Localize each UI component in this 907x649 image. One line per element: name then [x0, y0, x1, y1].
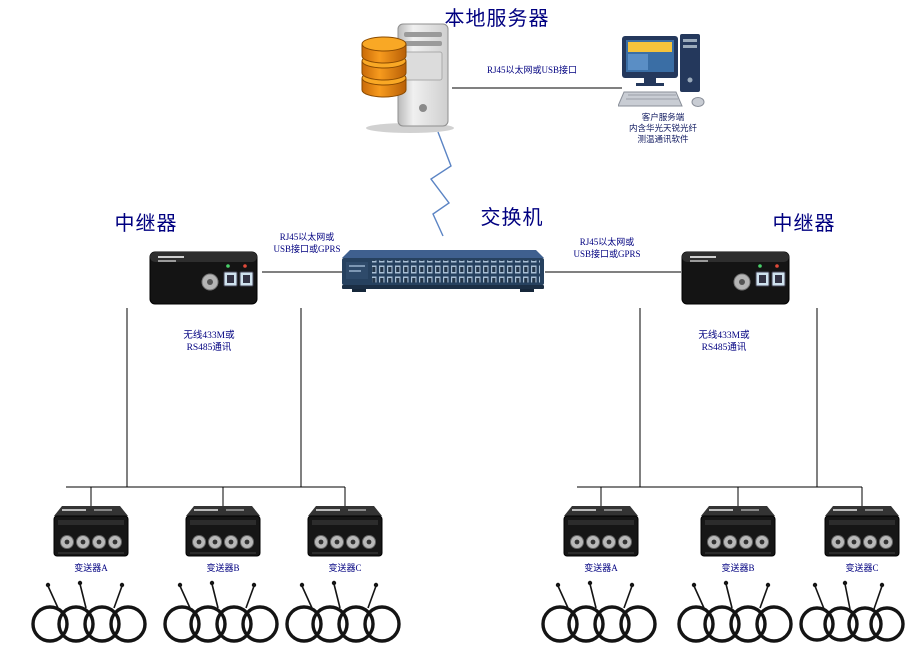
server-pc-link-label: RJ45以太网或USB接口 [486, 65, 577, 75]
left-bus-label: 无线433M或 RS485通讯 [164, 330, 254, 354]
transmitter-label: 变送器B [206, 563, 240, 573]
network-switch-icon [338, 242, 548, 294]
transmitter-device-icon [306, 504, 384, 567]
lightning-link [429, 131, 452, 237]
left-repeater-device-icon [146, 242, 261, 312]
desktop-computer-icon [617, 30, 713, 115]
right-repeater-link-label: RJ45以太网或 USB接口或GPRS [562, 236, 652, 260]
left-bus-line2: RS485通讯 [186, 343, 232, 353]
left-link-line1: RJ45以太网或 [279, 232, 335, 242]
transmitter-label: 变送器B [721, 563, 755, 573]
fiber-cable-coil-icon [798, 578, 906, 649]
fiber-cable-coil-icon [540, 578, 665, 649]
right-bus-label: 无线433M或 RS485通讯 [679, 330, 769, 354]
transmitter-label: 变送器C [845, 563, 879, 573]
left-repeater-link-label: RJ45以太网或 USB接口或GPRS [262, 231, 352, 255]
fiber-cable-coil-icon [284, 578, 409, 649]
transmitter-device-icon [562, 504, 640, 567]
transmitter-device-icon [52, 504, 130, 567]
right-bus-line2: RS485通讯 [701, 343, 747, 353]
transmitter-device-icon [184, 504, 262, 567]
transmitter-device-icon [823, 504, 901, 567]
transmitter-device-icon [699, 504, 777, 567]
client-pc-caption: 客户服务端 内含华光天锐光纤 测温通讯软件 [598, 112, 728, 145]
left-bus-line1: 无线433M或 [183, 331, 235, 341]
transmitter-label: 变送器A [584, 563, 618, 573]
fiber-cable-coil-icon [676, 578, 801, 649]
right-bus-line1: 无线433M或 [698, 331, 750, 341]
right-repeater-device-icon [678, 242, 793, 312]
right-link-line1: RJ45以太网或 [579, 237, 635, 247]
right-link-line2: USB接口或GPRS [573, 249, 641, 259]
fiber-cable-coil-icon [30, 578, 155, 649]
fiber-cable-coil-icon [162, 578, 287, 649]
server-icon [358, 16, 458, 134]
server-title: 本地服务器 [444, 8, 550, 30]
client-pc-caption-line2: 内含华光天锐光纤 [628, 123, 697, 133]
right-repeater-title: 中继器 [772, 213, 836, 235]
client-pc-caption-line1: 客户服务端 [641, 112, 685, 122]
transmitter-label: 变送器C [328, 563, 362, 573]
left-link-line2: USB接口或GPRS [273, 244, 341, 254]
switch-title: 交换机 [480, 207, 544, 229]
transmitter-label: 变送器A [74, 563, 108, 573]
client-pc-caption-line3: 测温通讯软件 [637, 134, 689, 144]
left-repeater-title: 中继器 [114, 213, 178, 235]
